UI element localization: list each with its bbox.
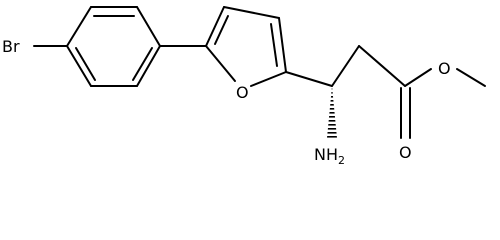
bond-carbonyl-ester-o [404, 68, 432, 87]
benzene-double-3 [75, 47, 96, 81]
furan-bond-c3-c2 [278, 17, 287, 73]
bond-stereocenter-ch2 [331, 45, 360, 87]
hashed-wedge-amine [327, 86, 337, 138]
benzene-bond-6 [66, 45, 92, 87]
benzene-double-2 [132, 47, 153, 81]
bond-ester-o-methyl [456, 68, 486, 87]
benzene-bond-1 [66, 6, 92, 47]
benzene-bond-3 [136, 6, 161, 47]
bromine-label: Br [2, 37, 20, 56]
amine-subscript: 2 [338, 154, 345, 167]
ester-oxygen-label: O [438, 59, 451, 78]
furan-bond-c4-c3 [223, 6, 280, 19]
furan-bond-o-c5 [205, 45, 236, 82]
furan-oxygen-label: O [236, 83, 249, 102]
amine-main-text: NH [314, 145, 338, 164]
furan-double-1 [214, 15, 229, 45]
furan-double-2 [270, 23, 278, 67]
amine-label: NH2 [314, 145, 345, 167]
molecule-structure: Br O NH2 O O [2, 6, 486, 167]
furan-ring [205, 6, 287, 87]
carbonyl-oxygen-label: O [399, 143, 412, 162]
benzene-bond-4 [136, 45, 161, 87]
benzene-ring [66, 6, 161, 87]
bond-ch2-carbonyl [358, 45, 406, 87]
furan-bond-c5-c4 [205, 6, 225, 47]
bond-furan-stereocenter [285, 71, 333, 87]
furan-bond-c2-o [250, 71, 287, 87]
